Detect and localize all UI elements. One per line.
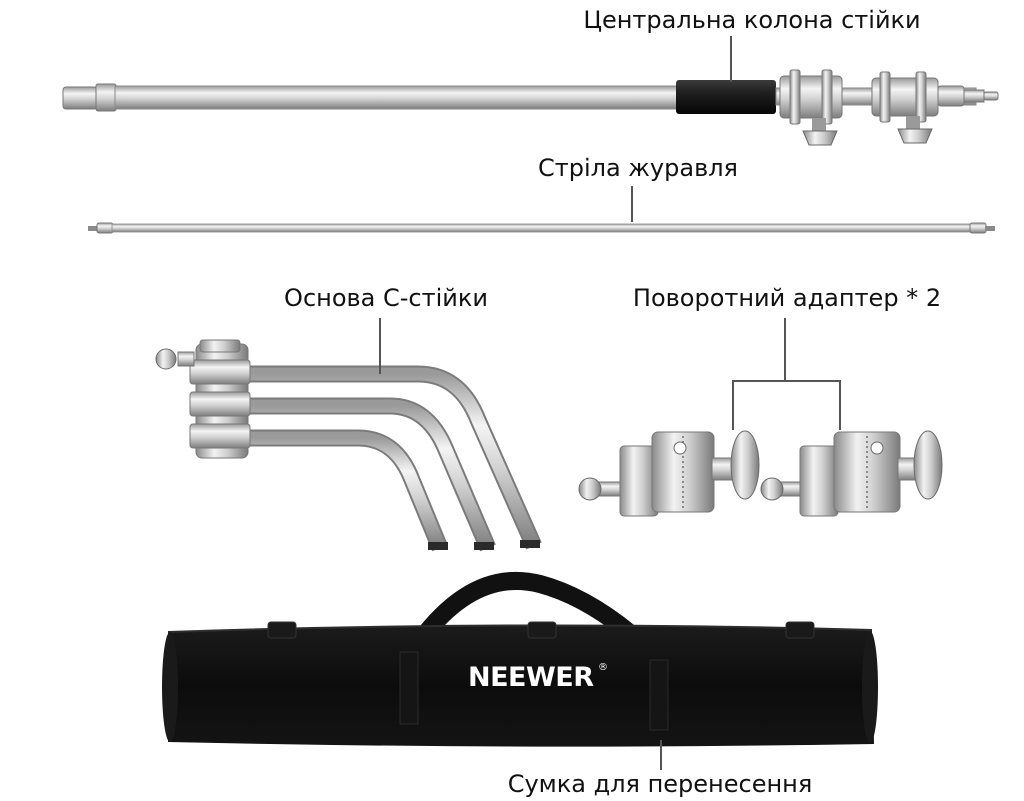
column-clamp [779,69,843,146]
bag-brand-trademark: ® [598,662,608,673]
center-column-pole [62,69,999,146]
boom-arm-rod [88,222,995,234]
column-clamp [871,71,939,144]
foam-grip [676,80,776,114]
c-stand-base [155,339,542,552]
swivel-adapter-label: Поворотний адаптер * 2 [633,284,941,312]
boom-arm-label: Стріла журавля [538,154,738,182]
bag-brand-logo: NEEWER [468,662,594,693]
c-stand-base-label: Основа C-стійки [284,284,488,312]
swivel-adapter [760,430,943,517]
carry-bag: NEEWER ® [162,571,878,747]
carry-bag-label: Сумка для перенесення [508,770,813,798]
swivel-adapter [578,430,760,517]
center-column-label: Центральна колона стійки [583,6,920,34]
